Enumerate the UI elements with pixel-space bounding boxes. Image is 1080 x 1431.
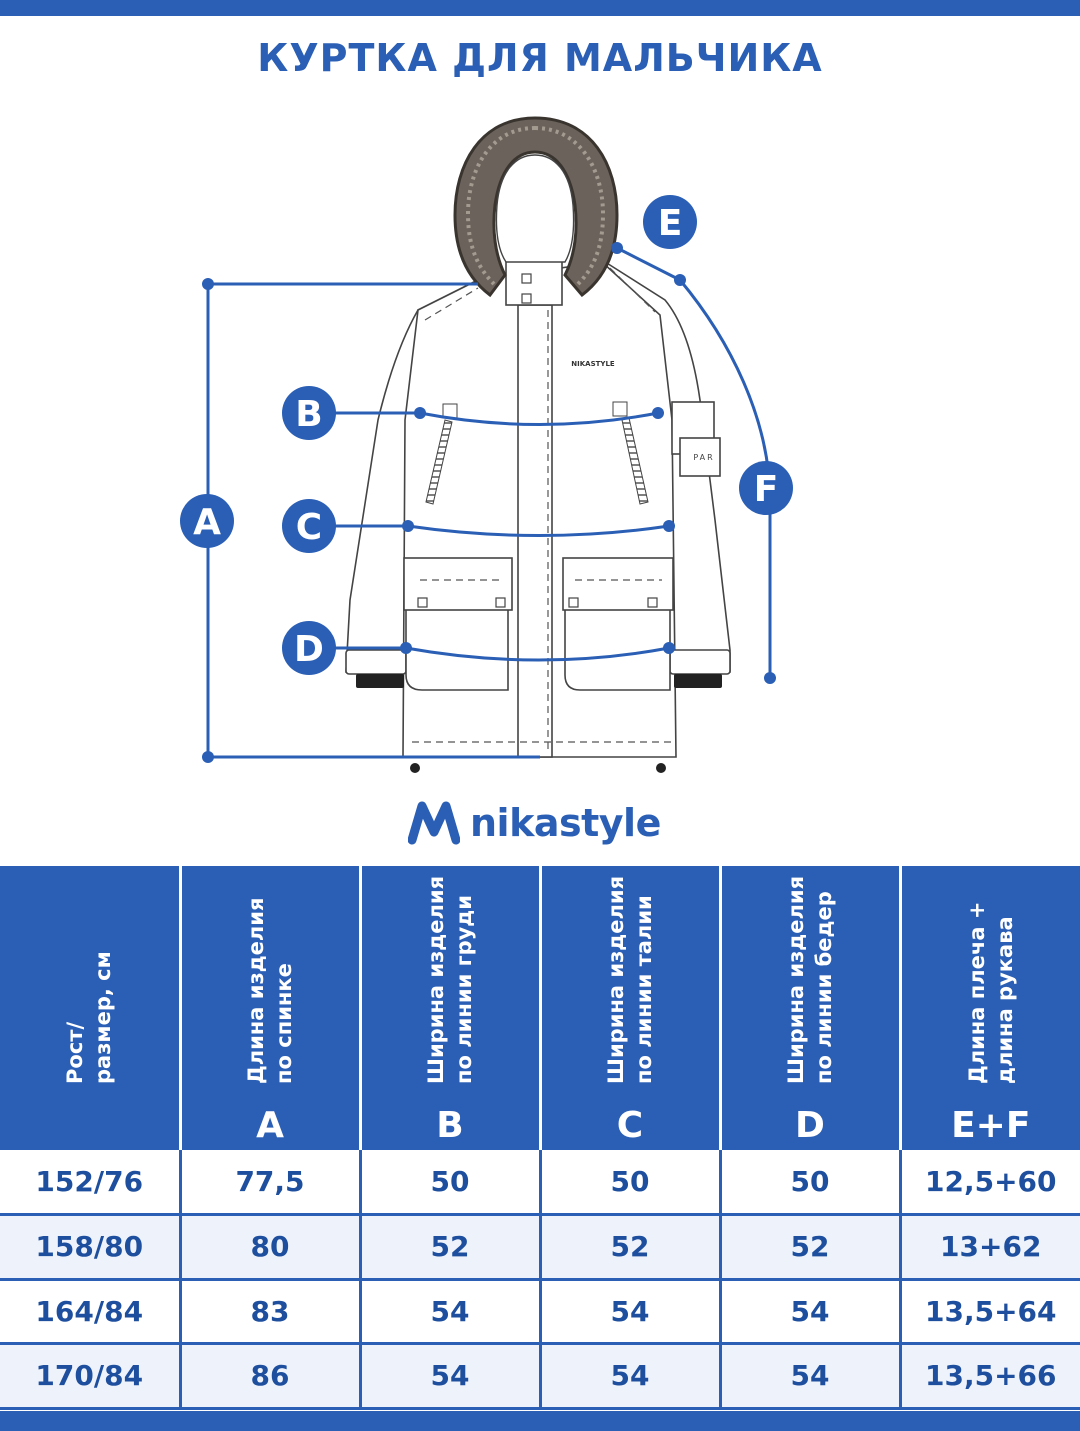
cell-size: 164/84: [0, 1279, 182, 1345]
measurement-dots: [202, 242, 776, 763]
cell-ef: 13,5+64: [900, 1279, 1080, 1345]
cell-b: 54: [360, 1343, 542, 1410]
svg-text:F: F: [754, 469, 779, 510]
header-chest-width: Ширина изделия по линии груди B: [360, 866, 542, 1150]
snaps: [417, 273, 658, 608]
header-hip-width: Ширина изделия по линии бедер D: [720, 866, 902, 1150]
cell-ef: 12,5+60: [900, 1150, 1080, 1216]
cell-a: 83: [180, 1279, 362, 1345]
marker-b: B: [282, 386, 336, 440]
sleeve-label: PAR: [693, 453, 714, 462]
header-shoulder-sleeve: Длина плеча + длина рукава E+F: [900, 866, 1080, 1150]
chest-zippers: [425, 401, 649, 505]
cell-d: 52: [720, 1214, 902, 1281]
header-waist-width: Ширина изделия по линии талии C: [540, 866, 722, 1150]
svg-text:C: C: [296, 507, 322, 548]
marker-f: F: [739, 461, 793, 515]
top-bar: [0, 0, 1080, 16]
marker-a: A: [180, 494, 234, 548]
table-header-row: Рост/ размер, см Длина изделия по спинке…: [0, 866, 1080, 1150]
size-table: Рост/ размер, см Длина изделия по спинке…: [0, 866, 1080, 1410]
stitch-lines: [412, 170, 672, 750]
svg-text:A: A: [193, 502, 221, 543]
cell-b: 54: [360, 1279, 542, 1345]
hem-toggles: [410, 763, 666, 773]
fur-hood: [453, 116, 619, 298]
knit-cuffs: [356, 674, 722, 688]
nikastyle-logo-icon: [408, 801, 460, 845]
cell-a: 77,5: [180, 1150, 362, 1216]
cell-c: 52: [540, 1214, 722, 1281]
bottom-bar: [0, 1411, 1080, 1431]
cell-ef: 13+62: [900, 1214, 1080, 1281]
header-length-back: Длина изделия по спинке A: [180, 866, 362, 1150]
table-row: 158/80 80 52 52 52 13+62: [0, 1214, 1080, 1281]
cell-d: 50: [720, 1150, 902, 1216]
jacket-measurement-diagram: NIKASTYLE PAR A B C: [180, 116, 793, 773]
cell-c: 54: [540, 1279, 722, 1345]
cell-size: 158/80: [0, 1214, 182, 1281]
svg-text:B: B: [295, 394, 322, 435]
table-row: 164/84 83 54 54 54 13,5+64: [0, 1279, 1080, 1345]
jacket-brand-label: NIKASTYLE: [571, 360, 615, 368]
svg-text:E: E: [658, 203, 683, 244]
marker-d: D: [282, 621, 336, 675]
table-row: 170/84 86 54 54 54 13,5+66: [0, 1343, 1080, 1410]
cell-a: 80: [180, 1214, 362, 1281]
header-height-size: Рост/ размер, см: [0, 866, 182, 1150]
cell-d: 54: [720, 1343, 902, 1410]
marker-c: C: [282, 499, 336, 553]
marker-e: E: [643, 195, 697, 249]
svg-text:D: D: [294, 629, 324, 670]
cell-d: 54: [720, 1279, 902, 1345]
cell-a: 86: [180, 1343, 362, 1410]
page-title: КУРТКА ДЛЯ МАЛЬЧИКА: [257, 36, 823, 80]
brand-logo: nikastyle: [408, 795, 661, 851]
cell-size: 152/76: [0, 1150, 182, 1216]
cell-b: 52: [360, 1214, 542, 1281]
table-row: 152/76 77,5 50 50 50 12,5+60: [0, 1150, 1080, 1216]
cell-ef: 13,5+66: [900, 1343, 1080, 1410]
cell-c: 50: [540, 1150, 722, 1216]
cell-b: 50: [360, 1150, 542, 1216]
cell-size: 170/84: [0, 1343, 182, 1410]
brand-name: nikastyle: [470, 801, 661, 845]
cell-c: 54: [540, 1343, 722, 1410]
